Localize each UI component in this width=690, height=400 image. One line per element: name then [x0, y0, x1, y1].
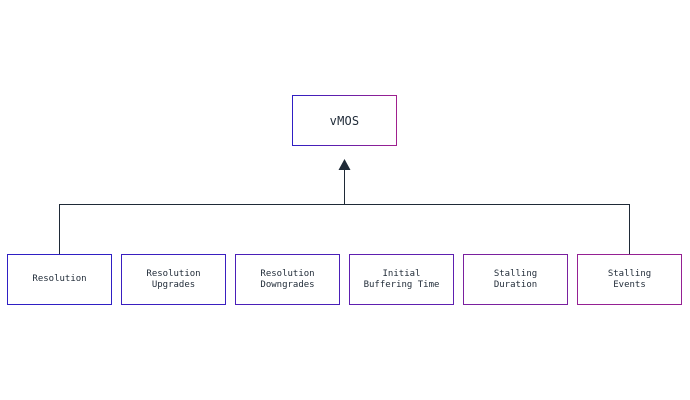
vmos-node-label: vMOS [329, 113, 360, 128]
resolution-node-label: Resolution [32, 274, 87, 284]
resolution-upgrades-node: Resolution Upgrades [121, 254, 226, 305]
stalling-events-node-label: Stalling Events [607, 268, 652, 290]
stalling-duration-node-label: Stalling Duration [493, 268, 538, 290]
resolution-node: Resolution [7, 254, 112, 305]
tree-connector-lines [59, 169, 630, 254]
resolution-downgrades-node: Resolution Downgrades [235, 254, 340, 305]
vmos-node: vMOS [292, 95, 397, 146]
initial-buffering-time-node: Initial Buffering Time [349, 254, 454, 305]
stalling-duration-node: Stalling Duration [463, 254, 568, 305]
resolution-downgrades-node-label: Resolution Downgrades [260, 268, 315, 290]
stalling-events-node: Stalling Events [577, 254, 682, 305]
resolution-upgrades-node-label: Resolution Upgrades [146, 268, 201, 290]
arrowhead-icon [338, 159, 351, 170]
initial-buffering-time-node-label: Initial Buffering Time [363, 268, 440, 290]
